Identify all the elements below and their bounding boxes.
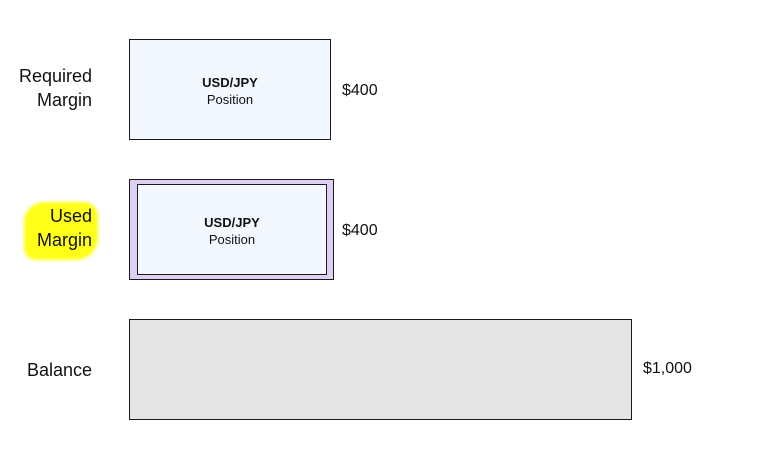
- required-position-text: USD/JPY Position: [129, 74, 331, 108]
- balance-label: Balance: [27, 358, 92, 382]
- used-position-kind: Position: [208, 232, 256, 247]
- required-margin-value: $400: [342, 82, 378, 99]
- balance-value: $1,000: [643, 360, 692, 377]
- used-margin-label: Used Margin: [37, 204, 92, 252]
- used-position-text: USD/JPY Position: [131, 214, 333, 248]
- required-position-pair: USD/JPY: [202, 75, 258, 90]
- balance-box: [129, 319, 632, 420]
- required-position-kind: Position: [206, 92, 254, 107]
- used-margin-highlight: [24, 202, 98, 260]
- used-position-pair: USD/JPY: [204, 215, 260, 230]
- used-margin-box: [137, 184, 327, 275]
- balance-label-text: Balance: [26, 360, 92, 380]
- required-margin-label-line1: Required: [18, 66, 92, 86]
- used-margin-label-line1: Used: [49, 206, 92, 226]
- used-margin-value: $400: [342, 222, 378, 239]
- required-margin-box: [129, 39, 331, 140]
- used-margin-label-line2: Margin: [36, 230, 92, 250]
- required-margin-label: Required Margin: [19, 64, 92, 112]
- required-margin-label-line2: Margin: [36, 90, 92, 110]
